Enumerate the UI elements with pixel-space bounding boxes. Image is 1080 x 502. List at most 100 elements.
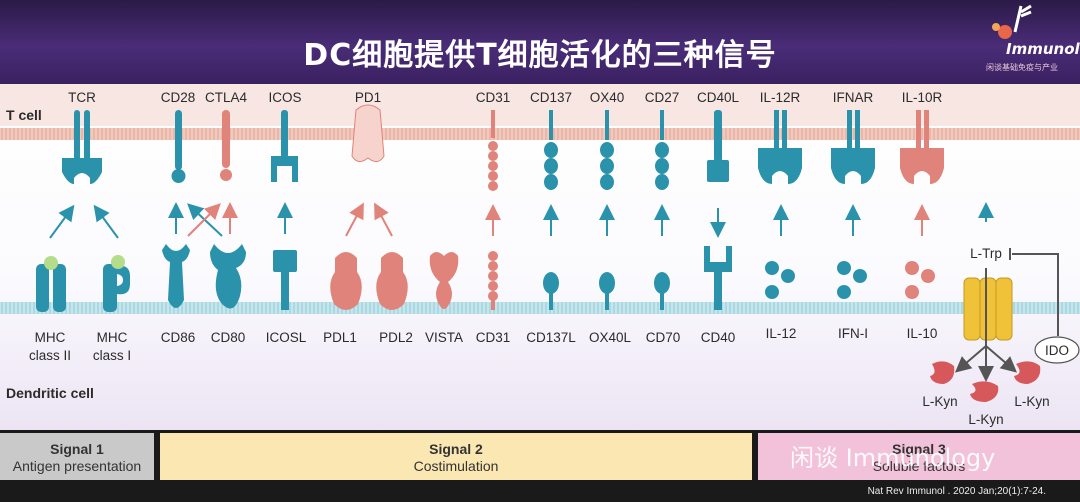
ligand-label-il12: IL-12 (766, 326, 797, 341)
diagram-panel: T cell Dendritic cell TCR CD28 CTLA4 ICO… (0, 84, 1080, 430)
logo-subtitle: 闲谈基础免疫与产业 (986, 63, 1058, 72)
receptor-label-cd31: CD31 (476, 90, 511, 105)
kyn-label-left: L-Kyn (922, 394, 957, 409)
il12r-receptor (758, 110, 802, 184)
arrow-to-kyn-left (954, 345, 987, 373)
arrow-cd80-cd28 (187, 203, 223, 237)
receptor-label-pd1: PD1 (355, 90, 381, 105)
mhc-i-label-line2: class I (93, 348, 131, 363)
ligand-label-cd40: CD40 (701, 330, 736, 345)
logo-icon (992, 4, 1032, 39)
dendritic-cell-label: Dendritic cell (6, 385, 94, 401)
signal-1-title: Signal 1 (50, 441, 104, 457)
cd28-receptor (171, 110, 186, 183)
signal-1-band: Signal 1 Antigen presentation (0, 433, 154, 480)
watermark-text: 闲谈 Immunology (790, 444, 996, 472)
receptor-label-ox40: OX40 (590, 90, 625, 105)
icosl-ligand (273, 250, 297, 310)
vista-ligand (429, 252, 459, 309)
ligand-label-pdl2: PDL2 (379, 330, 413, 345)
receptor-label-ifnar: IFNAR (833, 90, 874, 105)
ligand-label-vista: VISTA (425, 330, 463, 345)
signal-3-title: Signal 3 (892, 441, 946, 457)
ligand-label-ox40l: OX40L (589, 330, 632, 345)
ligand-label-cd31: CD31 (476, 330, 511, 345)
receptor-label-cd137: CD137 (530, 90, 572, 105)
receptor-label-tcr: TCR (68, 90, 96, 105)
cd40-ligand (704, 246, 732, 310)
signal-1-desc: Antigen presentation (12, 458, 142, 474)
ligand-label-pdl1: PDL1 (323, 330, 357, 345)
tcr-receptor (62, 110, 102, 187)
cd40l-receptor (707, 110, 729, 182)
il12-molecules (765, 261, 795, 299)
signal-2-desc: Costimulation (413, 458, 499, 474)
signal-3-band: Signal 3 Soluble factors (758, 433, 1080, 480)
cd86-ligand (162, 244, 190, 308)
header-banner: DC细胞提供T细胞活化的三种信号 Immunology 闲谈基础免疫与产业 (0, 0, 1080, 84)
ligand-label-cd86: CD86 (161, 330, 196, 345)
ifni-molecules (837, 261, 867, 299)
cd31-receptor (488, 110, 498, 191)
signal-2-band: Signal 2 Costimulation (160, 433, 752, 480)
ligand-label-cd137l: CD137L (526, 330, 576, 345)
arrow-to-kyn-right (985, 345, 1018, 373)
pdl2-ligand (376, 252, 408, 310)
ido-inhibition-line (1012, 253, 1059, 336)
cd70-ligand (654, 272, 670, 310)
receptor-label-il10r: IL-10R (902, 90, 943, 105)
ligand-label-cd70: CD70 (646, 330, 681, 345)
immune-synapse-diagram: T cell Dendritic cell TCR CD28 CTLA4 ICO… (0, 84, 1080, 427)
mhc-ii-label-line1: MHC (35, 330, 66, 345)
arrow-pdl1-pd1 (345, 202, 364, 237)
pd1-receptor (351, 104, 385, 162)
ligand-label-ifni: IFN-I (838, 326, 868, 341)
icos-receptor (271, 110, 298, 182)
arrow-mhci-tcr (93, 204, 119, 239)
ido-enzyme: IDO (1034, 336, 1080, 364)
cd80-ligand (210, 244, 246, 309)
logo-wordmark: Immunology (1006, 40, 1080, 58)
kynurenine-molecules (930, 361, 1041, 402)
trp-label: L-Trp (970, 246, 1002, 261)
mhc-class-ii (36, 256, 66, 312)
receptor-label-cd27: CD27 (645, 90, 680, 105)
t-cell-membrane (0, 128, 1080, 140)
kyn-label-right: L-Kyn (1014, 394, 1049, 409)
ligand-label-icosl: ICOSL (266, 330, 307, 345)
receptor-label-icos: ICOS (268, 90, 301, 105)
receptor-label-cd40l: CD40L (697, 90, 740, 105)
ido-label: IDO (1045, 343, 1069, 358)
arrow-pdl2-pd1 (374, 202, 393, 237)
arrow-cd86-ctla4 (187, 203, 221, 237)
il10r-receptor (900, 110, 944, 184)
il10-molecules (905, 261, 935, 299)
ox40l-ligand (599, 272, 615, 310)
ctla4-receptor (220, 110, 232, 181)
mhc-class-i (103, 255, 130, 312)
citation-text: Nat Rev Immunol . 2020 Jan;20(1):7-24. (867, 486, 1046, 497)
signal-bands: Signal 1 Antigen presentation Signal 2 C… (0, 433, 1080, 480)
pdl1-ligand (330, 252, 362, 310)
ligand-label-cd80: CD80 (211, 330, 246, 345)
cd137l-ligand (543, 272, 559, 310)
amino-acid-transporter (963, 277, 1013, 341)
receptor-label-ctla4: CTLA4 (205, 90, 248, 105)
signal-2-title: Signal 2 (429, 441, 483, 457)
signal-3-desc: Soluble factors (872, 458, 966, 474)
cd31-ligand (488, 251, 498, 310)
mhc-ii-label-line2: class II (29, 348, 71, 363)
mhc-i-label-line1: MHC (97, 330, 128, 345)
dendritic-cell-membrane (0, 302, 1080, 314)
ox40-receptor (600, 110, 614, 190)
page-title: DC细胞提供T细胞活化的三种信号 (303, 38, 777, 73)
arrow-mhcii-tcr (49, 204, 75, 239)
cd27-receptor (655, 110, 669, 190)
t-cell-label: T cell (6, 107, 42, 123)
kyn-label-center: L-Kyn (968, 412, 1003, 427)
receptor-label-il12r: IL-12R (760, 90, 801, 105)
ligand-label-il10: IL-10 (907, 326, 938, 341)
cd137-receptor (544, 110, 558, 190)
ifnar-receptor (831, 110, 875, 184)
receptor-label-cd28: CD28 (161, 90, 196, 105)
